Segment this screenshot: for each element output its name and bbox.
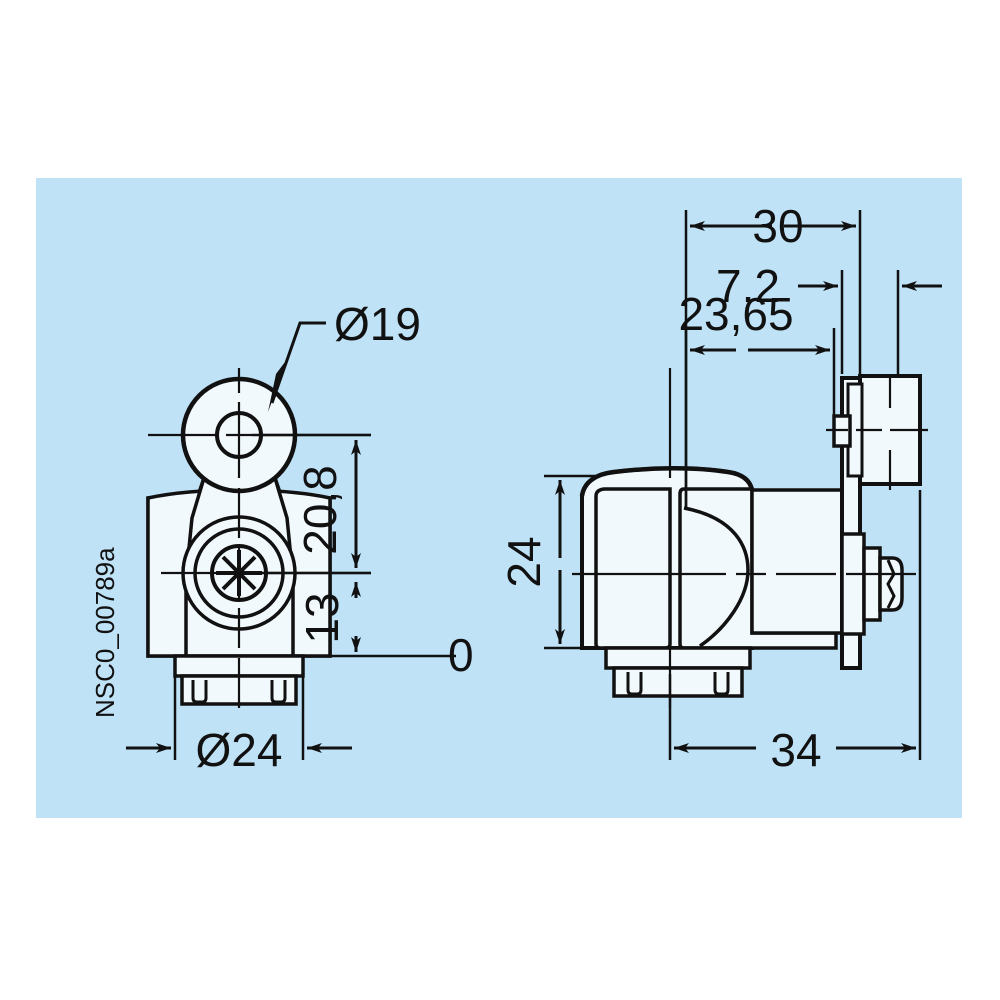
dim-roller-to-screw <box>252 433 371 575</box>
dim-body-height <box>544 474 606 650</box>
side-right-block <box>678 487 838 650</box>
label-roller-face: 23,65 <box>678 288 793 340</box>
leader-arrowhead-icon <box>268 358 288 412</box>
callout-roller-diameter <box>268 321 326 412</box>
label-body-height: 24 <box>498 536 550 587</box>
side-cam-curve <box>683 506 750 648</box>
label-plate-offset: 7,2 <box>716 260 780 312</box>
front-base-notch-right <box>270 680 287 704</box>
dim-screw-to-base <box>252 582 456 658</box>
side-top-cap <box>579 466 755 497</box>
side-shaft-end <box>878 556 904 612</box>
label-roller-diameter: Ø19 <box>334 298 421 350</box>
side-base-flange <box>612 666 744 698</box>
drawing-identifier: NSC0_00789a <box>90 547 120 718</box>
side-shaft-collar <box>862 546 882 622</box>
label-datum-zero: 0 <box>448 629 474 681</box>
side-barrel <box>750 488 844 635</box>
label-body-depth: 34 <box>770 724 821 776</box>
label-base-diameter: Ø24 <box>196 724 283 776</box>
side-base-collar <box>604 646 752 670</box>
side-shaft-thread-icon <box>886 559 896 609</box>
front-view-group <box>146 368 371 708</box>
side-base-notch-right <box>713 672 730 696</box>
label-roller-to-screw: 20,8 <box>294 465 346 555</box>
dim-plate-offset <box>798 270 942 374</box>
label-overall-depth: 30 <box>752 200 803 252</box>
dim-roller-face <box>684 328 836 508</box>
dim-body-depth <box>668 490 922 760</box>
side-inner-left-panel <box>594 487 672 650</box>
side-base-notch-left <box>626 672 643 696</box>
label-screw-to-base: 13 <box>296 592 348 643</box>
dim-base-diameter <box>126 670 352 760</box>
side-shaft-flange <box>840 532 866 636</box>
front-base-notch-left <box>191 680 208 704</box>
technical-drawing-svg: Ø19 20,8 13 0 <box>90 200 942 776</box>
drawing-panel: Ø19 20,8 13 0 <box>36 178 962 818</box>
side-view-group <box>572 368 928 708</box>
